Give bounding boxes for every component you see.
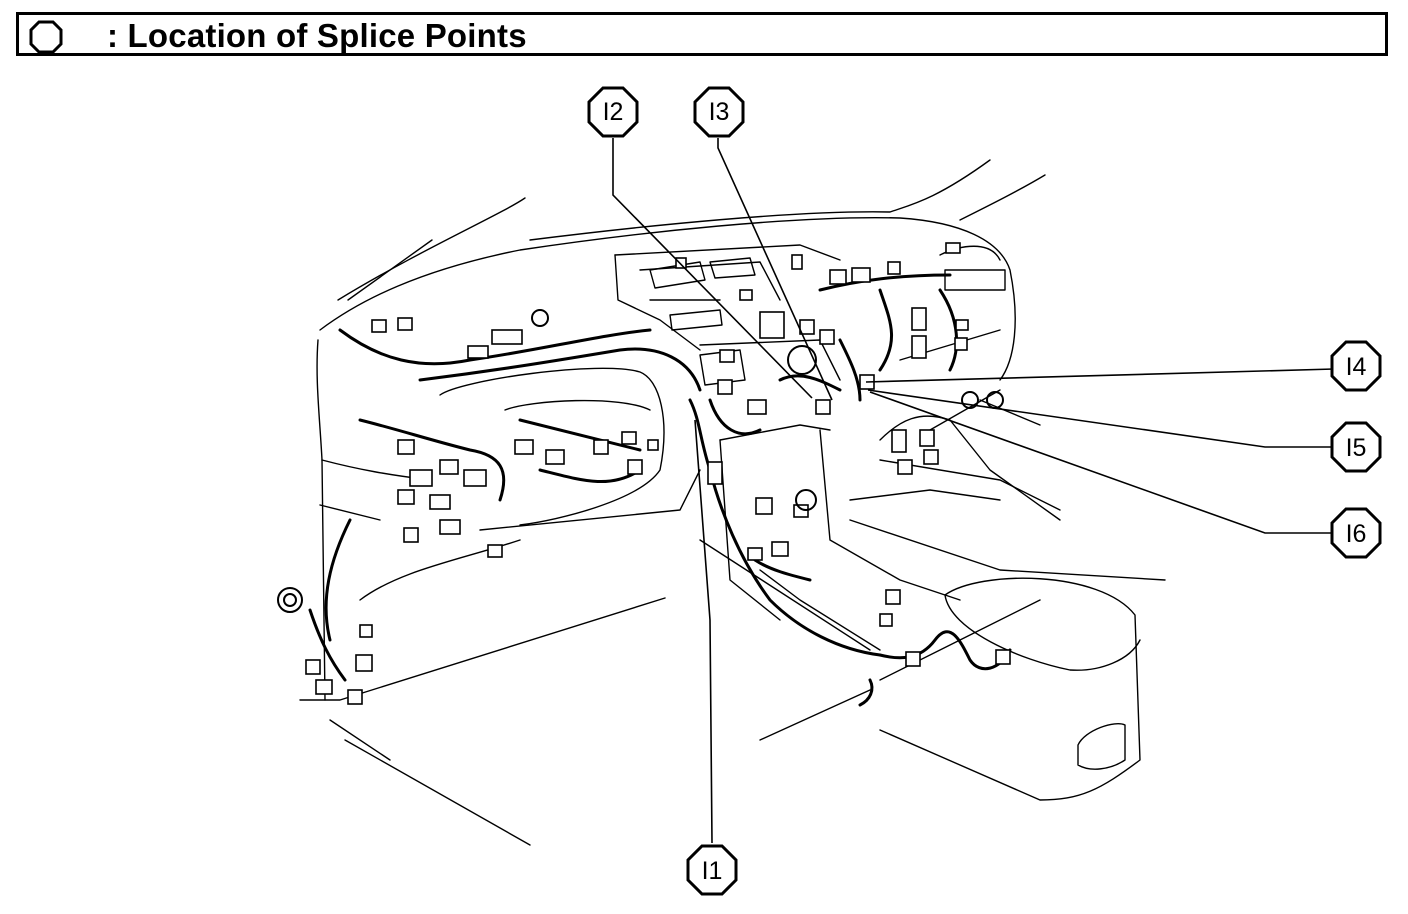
splice-point-i2: I2: [587, 86, 639, 138]
splice-point-i1: I1: [686, 844, 738, 896]
splice-label-i2: I2: [603, 98, 624, 126]
splice-label-i3: I3: [709, 98, 730, 126]
splice-point-i6: I6: [1330, 507, 1382, 559]
leader-lines: [612, 138, 1335, 844]
splice-point-i4: I4: [1330, 340, 1382, 392]
header-box: : Location of Splice Points: [16, 12, 1388, 56]
page-title: : Location of Splice Points: [107, 17, 527, 54]
splice-point-i3: I3: [693, 86, 745, 138]
splice-label-i6: I6: [1346, 520, 1367, 548]
splice-label-i1: I1: [702, 857, 723, 885]
splice-point-i5: I5: [1330, 421, 1382, 473]
wiring-harness: [308, 273, 1012, 707]
splice-label-i5: I5: [1346, 434, 1367, 462]
splice-label-i4: I4: [1346, 353, 1367, 381]
octagon-icon: [29, 20, 63, 54]
connectors: [305, 242, 1011, 705]
